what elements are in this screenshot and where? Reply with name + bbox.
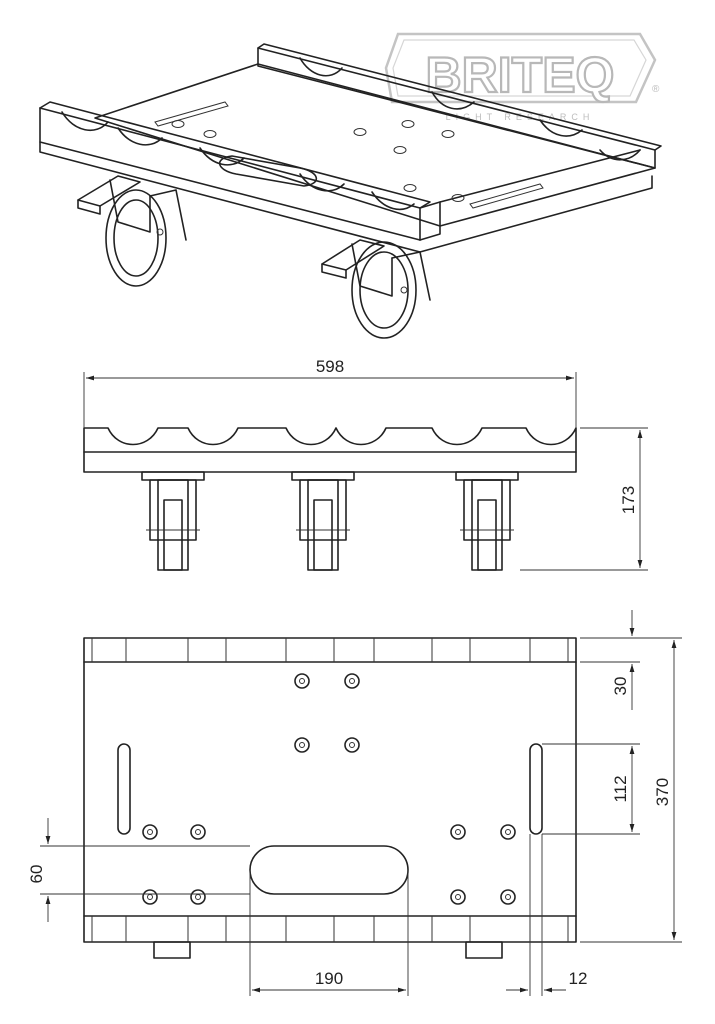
dim-hole-spacing: 60 xyxy=(27,865,46,884)
dim-top-total-depth: 370 xyxy=(653,778,672,806)
front-caster-middle xyxy=(291,471,355,571)
front-caster-right xyxy=(455,471,519,571)
dim-slot-length: 112 xyxy=(611,775,630,802)
mounting-holes xyxy=(142,673,516,905)
dim-front-width: 598 xyxy=(316,357,344,376)
registered-mark: ® xyxy=(652,84,660,95)
dim-top-edge-depth: 30 xyxy=(611,677,630,696)
dim-handle-width: 190 xyxy=(315,969,343,988)
brand-name: BRITEQ xyxy=(426,47,615,103)
top-view: 30 370 112 60 190 12 xyxy=(27,610,682,996)
dim-front-height: 173 xyxy=(619,486,638,514)
isometric-view xyxy=(39,43,662,339)
dim-slot-width: 12 xyxy=(569,969,588,988)
brand-tagline: LIGHT RESEARCH xyxy=(446,112,595,122)
front-view: 598 173 xyxy=(83,357,648,571)
front-caster-left xyxy=(141,471,205,571)
